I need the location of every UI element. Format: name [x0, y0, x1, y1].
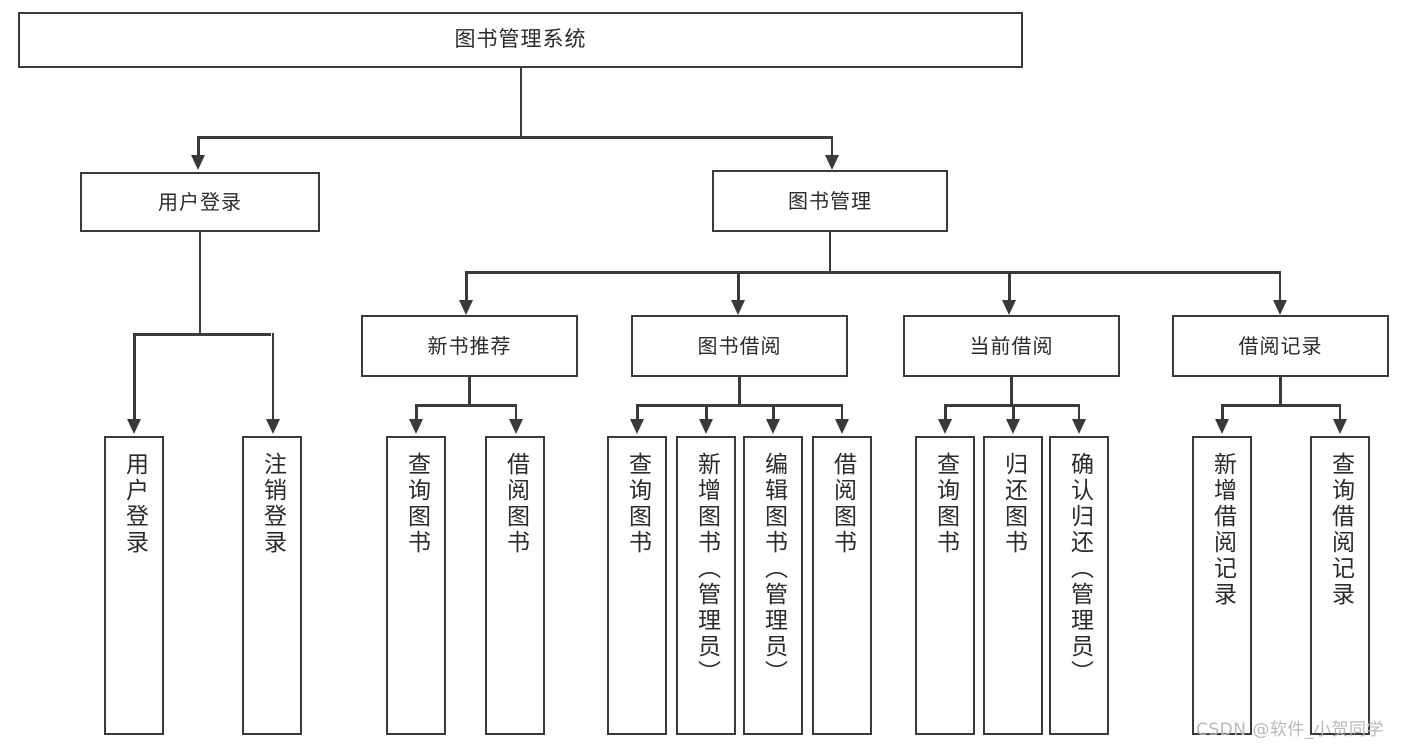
watermark-csdn: CSDN @软件_小贺同学	[1196, 720, 1384, 740]
arrowhead-current-borrow-leaf-1	[938, 419, 953, 434]
connector-new-book-stem	[468, 377, 471, 406]
arrowhead-leaf-logout	[265, 419, 280, 434]
node-borrow-record[interactable]: 借阅记录	[1172, 315, 1389, 377]
node-label: 注销登录	[259, 452, 286, 556]
node-book-management[interactable]: 图书管理	[712, 170, 948, 232]
node-label: 借阅图书	[502, 452, 529, 556]
connector-level2-drop-user-login	[197, 136, 200, 157]
node-label: 查询图书	[932, 452, 959, 556]
connector-book-borrow-drop-1	[636, 404, 639, 421]
arrowhead-new-book-leaf-2	[508, 419, 523, 434]
node-label: 查询借阅记录	[1327, 452, 1354, 608]
connector-new-book-drop-2	[514, 404, 517, 421]
connector-user-login-bus	[133, 333, 271, 336]
leaf-new-book-query-book[interactable]: 查询图书	[386, 436, 446, 735]
connector-borrow-record-drop-2	[1338, 404, 1341, 421]
connector-level3-drop-new-book	[465, 271, 468, 301]
node-new-book-recommend[interactable]: 新书推荐	[361, 315, 578, 377]
arrowhead-user-login	[191, 155, 206, 170]
arrowhead-current-borrow-leaf-3	[1071, 419, 1086, 434]
leaf-current-borrow-query-book[interactable]: 查询图书	[915, 436, 975, 735]
node-book-borrow[interactable]: 图书借阅	[631, 315, 848, 377]
connector-new-book-drop-1	[415, 404, 418, 421]
node-label: 图书管理系统	[454, 27, 587, 52]
connector-book-borrow-drop-2	[705, 404, 708, 421]
leaf-user-login[interactable]: 用户登录	[104, 436, 164, 735]
node-label: 查询图书	[624, 452, 651, 556]
node-label: 借阅记录	[1238, 333, 1323, 358]
leaf-current-borrow-return-book[interactable]: 归还图书	[983, 436, 1043, 735]
node-label: 新书推荐	[427, 333, 512, 358]
node-label: 确认归还（管理员）	[1066, 452, 1093, 686]
leaf-borrow-record-query-record[interactable]: 查询借阅记录	[1310, 436, 1370, 735]
arrowhead-current-borrow	[1002, 300, 1017, 315]
arrowhead-current-borrow-leaf-2	[1006, 419, 1021, 434]
connector-current-borrow-drop-3	[1077, 404, 1080, 421]
arrowhead-borrow-record-leaf-2	[1332, 419, 1347, 434]
connector-root-stem	[519, 68, 523, 138]
arrowhead-book-borrow-leaf-4	[834, 419, 849, 434]
connector-user-login-drop-2	[271, 333, 274, 420]
leaf-book-borrow-query-book[interactable]: 查询图书	[607, 436, 667, 735]
arrowhead-book-borrow-leaf-2	[699, 419, 714, 434]
leaf-current-borrow-confirm-return[interactable]: 确认归还（管理员）	[1049, 436, 1109, 735]
leaf-book-borrow-borrow-book[interactable]: 借阅图书	[812, 436, 872, 735]
connector-current-borrow-stem	[1010, 377, 1013, 406]
arrowhead-new-book-recommend	[459, 300, 474, 315]
node-label: 借阅图书	[829, 452, 856, 556]
leaf-new-book-borrow-book[interactable]: 借阅图书	[485, 436, 545, 735]
node-label: 新增图书（管理员）	[693, 452, 720, 686]
node-label: 查询图书	[403, 452, 430, 556]
connector-book-borrow-drop-4	[840, 404, 843, 421]
connector-current-borrow-bus	[944, 404, 1079, 407]
arrowhead-book-borrow-leaf-1	[630, 419, 645, 434]
connector-level2-bus	[197, 136, 833, 139]
node-current-borrow[interactable]: 当前借阅	[903, 315, 1120, 377]
arrowhead-borrow-record-leaf-1	[1215, 419, 1230, 434]
node-label: 用户登录	[121, 452, 148, 556]
node-label: 图书管理	[788, 188, 872, 213]
connector-book-borrow-stem	[738, 377, 741, 406]
connector-level3-drop-book-borrow	[737, 271, 740, 301]
node-label: 当前借阅	[969, 333, 1054, 358]
connector-new-book-bus	[415, 404, 517, 407]
connector-book-borrow-bus	[636, 404, 842, 407]
connector-level3-drop-current-borrow	[1008, 271, 1011, 301]
node-user-login[interactable]: 用户登录	[80, 172, 320, 232]
node-label: 图书借阅	[697, 333, 782, 358]
connector-user-login-stem	[198, 232, 202, 335]
leaf-borrow-record-add-record[interactable]: 新增借阅记录	[1192, 436, 1252, 735]
connector-level3-bus	[465, 271, 1281, 274]
connector-level2-drop-book-management	[830, 136, 833, 157]
connector-user-login-drop-1	[133, 333, 136, 420]
connector-current-borrow-drop-1	[944, 404, 947, 421]
node-label: 归还图书	[1000, 452, 1027, 556]
node-label: 用户登录	[158, 189, 242, 214]
arrowhead-new-book-leaf-1	[409, 419, 424, 434]
leaf-book-borrow-add-book[interactable]: 新增图书（管理员）	[676, 436, 736, 735]
arrowhead-leaf-user-login	[127, 419, 142, 434]
connector-borrow-record-bus	[1221, 404, 1341, 407]
node-label: 新增借阅记录	[1209, 452, 1236, 608]
node-label: 编辑图书（管理员）	[760, 452, 787, 686]
connector-book-management-stem	[828, 232, 832, 273]
leaf-book-borrow-edit-book[interactable]: 编辑图书（管理员）	[743, 436, 803, 735]
connector-borrow-record-stem	[1279, 377, 1282, 406]
leaf-logout[interactable]: 注销登录	[242, 436, 302, 735]
arrowhead-book-borrow	[731, 300, 746, 315]
arrowhead-book-borrow-leaf-3	[766, 419, 781, 434]
connector-book-borrow-drop-3	[772, 404, 775, 421]
arrowhead-borrow-record	[1272, 300, 1287, 315]
node-root-book-management-system[interactable]: 图书管理系统	[18, 12, 1023, 68]
connector-level3-drop-borrow-record	[1278, 271, 1281, 301]
connector-borrow-record-drop-1	[1221, 404, 1224, 421]
arrowhead-book-management	[824, 155, 839, 170]
connector-current-borrow-drop-2	[1012, 404, 1015, 421]
